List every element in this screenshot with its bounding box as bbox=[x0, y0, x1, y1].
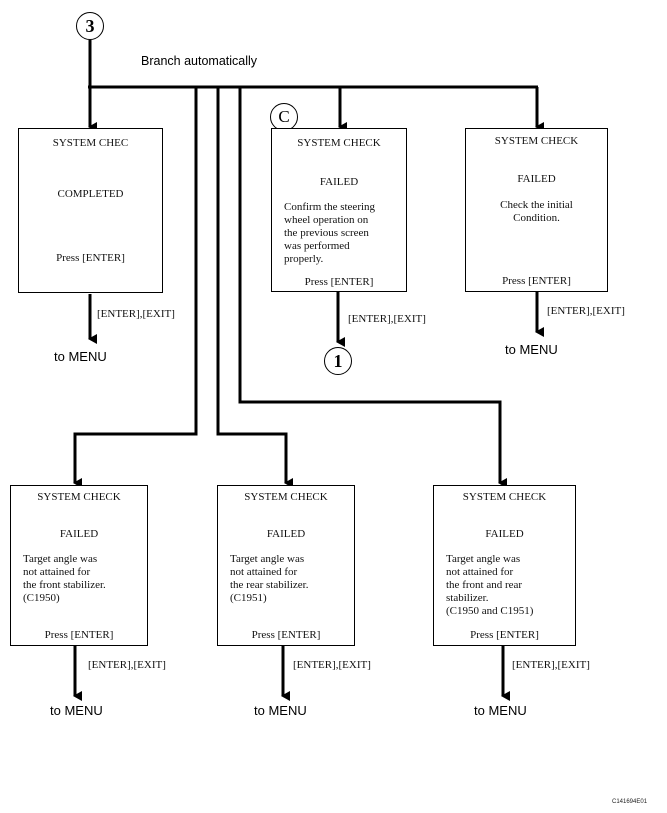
screen-prompt: Press [ENTER] bbox=[251, 629, 321, 641]
to-menu-label: to MENU bbox=[505, 342, 558, 357]
screen-status: FAILED bbox=[319, 176, 359, 188]
screen-message: Confirm the steering wheel operation on … bbox=[284, 201, 376, 265]
start-node-3: 3 bbox=[76, 12, 104, 40]
screen-prompt: Press [ENTER] bbox=[470, 629, 539, 641]
screen-title: SYSTEM CHECK bbox=[494, 135, 579, 147]
screen-message: Target angle was not attained for the fr… bbox=[446, 553, 534, 617]
screen-message: Check the initial Condition. bbox=[500, 199, 573, 224]
edge-label-enter-exit: [ENTER],[EXIT] bbox=[547, 305, 625, 317]
screen-status: COMPLETED bbox=[57, 188, 124, 200]
edge-label-enter-exit: [ENTER],[EXIT] bbox=[293, 659, 371, 671]
screen-system-check-failed-front: SYSTEM CHECK FAILED Target angle was not… bbox=[10, 485, 148, 646]
screen-status: FAILED bbox=[266, 528, 306, 540]
screen-system-check-failed-initial: SYSTEM CHECK FAILED Check the initial Co… bbox=[465, 128, 608, 292]
edge-label-enter-exit: [ENTER],[EXIT] bbox=[348, 313, 426, 325]
start-node-label: 3 bbox=[85, 15, 95, 36]
screen-system-check-failed-rear: SYSTEM CHECK FAILED Target angle was not… bbox=[217, 485, 355, 646]
edge-to-failed-front bbox=[73, 87, 198, 488]
screen-system-check-failed-both: SYSTEM CHECK FAILED Target angle was not… bbox=[433, 485, 576, 646]
marker-node-label: C bbox=[278, 107, 290, 126]
to-menu-label: to MENU bbox=[474, 703, 527, 718]
screen-status: FAILED bbox=[517, 173, 556, 185]
screen-title: SYSTEM CHECK bbox=[297, 137, 381, 149]
end-node-1: 1 bbox=[324, 347, 352, 375]
end-node-label: 1 bbox=[333, 350, 343, 371]
screen-message: Target angle was not attained for the re… bbox=[230, 553, 309, 604]
edge-to-failed-rear bbox=[216, 87, 293, 488]
screen-prompt: Press [ENTER] bbox=[56, 252, 125, 264]
screen-message: Target angle was not attained for the fr… bbox=[23, 553, 106, 604]
screen-prompt: Press [ENTER] bbox=[502, 275, 571, 287]
screen-prompt: Press [ENTER] bbox=[304, 276, 374, 288]
screen-title: SYSTEM CHEC bbox=[52, 137, 129, 149]
screen-prompt: Press [ENTER] bbox=[44, 629, 114, 641]
screen-title: SYSTEM CHECK bbox=[244, 491, 328, 503]
edge-label-enter-exit: [ENTER],[EXIT] bbox=[97, 308, 175, 320]
edge-to-failed-both bbox=[238, 87, 507, 488]
to-menu-label: to MENU bbox=[254, 703, 307, 718]
figure-code: C141694E01 bbox=[612, 799, 648, 805]
screen-title: SYSTEM CHECK bbox=[37, 491, 121, 503]
marker-node-c: C bbox=[270, 103, 298, 131]
screen-status: FAILED bbox=[485, 528, 524, 540]
branch-label: Branch automatically bbox=[141, 54, 258, 68]
screen-system-check-failed-steering: SYSTEM CHECK FAILED Confirm the steering… bbox=[271, 128, 407, 292]
screen-system-check-completed: SYSTEM CHEC COMPLETED Press [ENTER] bbox=[18, 128, 163, 293]
screen-status: FAILED bbox=[59, 528, 99, 540]
to-menu-label: to MENU bbox=[50, 703, 103, 718]
screen-title: SYSTEM CHECK bbox=[462, 491, 547, 503]
edge-label-enter-exit: [ENTER],[EXIT] bbox=[512, 659, 590, 671]
edge-label-enter-exit: [ENTER],[EXIT] bbox=[88, 659, 166, 671]
to-menu-label: to MENU bbox=[54, 349, 107, 364]
